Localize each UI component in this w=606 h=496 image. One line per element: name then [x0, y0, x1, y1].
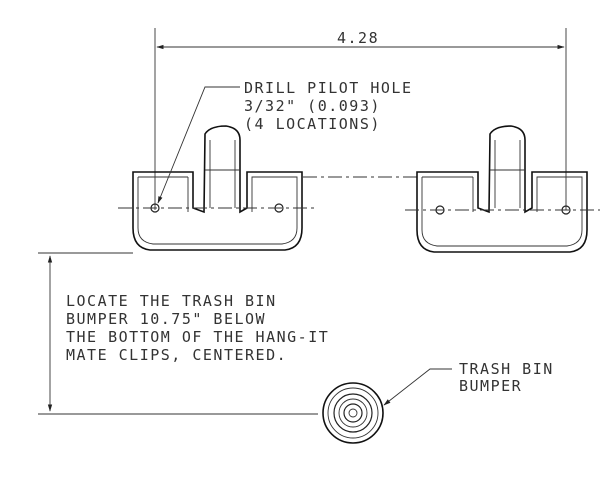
locate-note: LOCATE THE TRASH BIN BUMPER 10.75" BELOW… [66, 292, 329, 364]
clip-right [405, 125, 600, 253]
locate-note-line1: LOCATE THE TRASH BIN [66, 292, 277, 310]
trash-bin-bumper [322, 382, 384, 444]
bumper-note-line1: TRASH BIN [459, 360, 554, 378]
locate-note-line2: BUMPER 10.75" BELOW [66, 310, 266, 328]
locate-note-line4: MATE CLIPS, CENTERED. [66, 346, 287, 364]
dimension-value: 4.28 [337, 29, 379, 47]
bumper-note: TRASH BIN BUMPER [383, 360, 554, 406]
bumper-note-line2: BUMPER [459, 377, 522, 395]
drill-note-line3: (4 LOCATIONS) [244, 115, 381, 133]
drill-note: DRILL PILOT HOLE 3/32" (0.093) (4 LOCATI… [157, 79, 413, 204]
drill-note-line2: 3/32" (0.093) [244, 97, 381, 115]
drill-leader [157, 86, 240, 204]
clip-left [118, 125, 315, 251]
drill-note-line1: DRILL PILOT HOLE [244, 79, 413, 97]
locate-note-line3: THE BOTTOM OF THE HANG-IT [66, 328, 329, 346]
bumper-leader [383, 368, 452, 406]
vertical-dimension [38, 252, 318, 415]
dimension-4-28: 4.28 [154, 28, 567, 210]
